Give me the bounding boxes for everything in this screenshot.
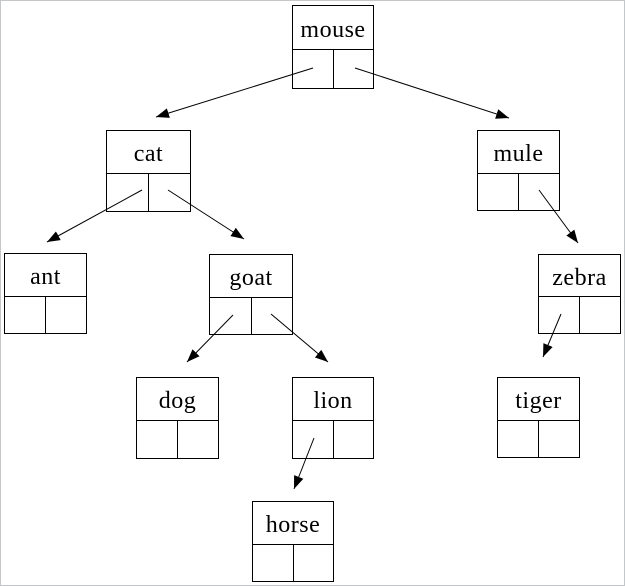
left-pointer-cell [107,174,149,211]
pointer-cells [498,420,579,458]
node-label: horse [253,502,333,545]
node-label: mule [478,131,559,174]
right-pointer-cell [149,174,190,211]
pointer-cells [293,50,373,88]
right-pointer-cell [178,421,218,458]
pointer-cells [137,421,218,458]
tree-node-cat: cat [106,130,191,212]
tree-node-dog: dog [136,377,219,459]
pointer-cells [293,421,373,458]
left-pointer-cell [5,296,46,333]
left-pointer-cell [253,544,294,581]
right-pointer-cell [519,174,559,211]
pointer-cells [5,296,86,334]
tree-node-zebra: zebra [538,254,621,334]
left-pointer-cell [210,297,252,334]
node-label: goat [210,255,292,298]
left-pointer-cell [539,297,580,333]
tree-node-horse: horse [252,501,334,582]
node-label: lion [293,378,373,421]
tree-node-mule: mule [477,130,560,211]
left-pointer-cell [293,421,334,458]
tree-node-mouse: mouse [292,5,374,89]
node-label: cat [107,131,190,174]
node-label: dog [137,378,218,421]
right-pointer-cell [580,297,620,333]
left-pointer-cell [498,420,539,457]
node-label: ant [5,254,86,297]
right-pointer-cell [294,545,334,582]
left-pointer-cell [137,421,178,458]
tree-node-lion: lion [292,377,374,459]
tree-node-goat: goat [209,254,293,335]
pointer-cells [210,297,293,335]
node-label: zebra [539,255,620,297]
right-pointer-cell [334,50,374,88]
left-pointer-cell [293,50,334,88]
pointer-cells [253,544,334,582]
left-pointer-cell [478,173,519,210]
node-label: tiger [498,378,579,421]
tree-node-tiger: tiger [497,377,580,458]
right-pointer-cell [46,297,86,334]
pointer-cells [107,174,190,211]
pointer-cells [478,173,559,211]
node-label: mouse [293,6,373,50]
pointer-cells [539,297,620,333]
right-pointer-cell [334,421,374,458]
right-pointer-cell [252,298,293,335]
right-pointer-cell [539,421,579,458]
tree-node-ant: ant [4,253,87,334]
